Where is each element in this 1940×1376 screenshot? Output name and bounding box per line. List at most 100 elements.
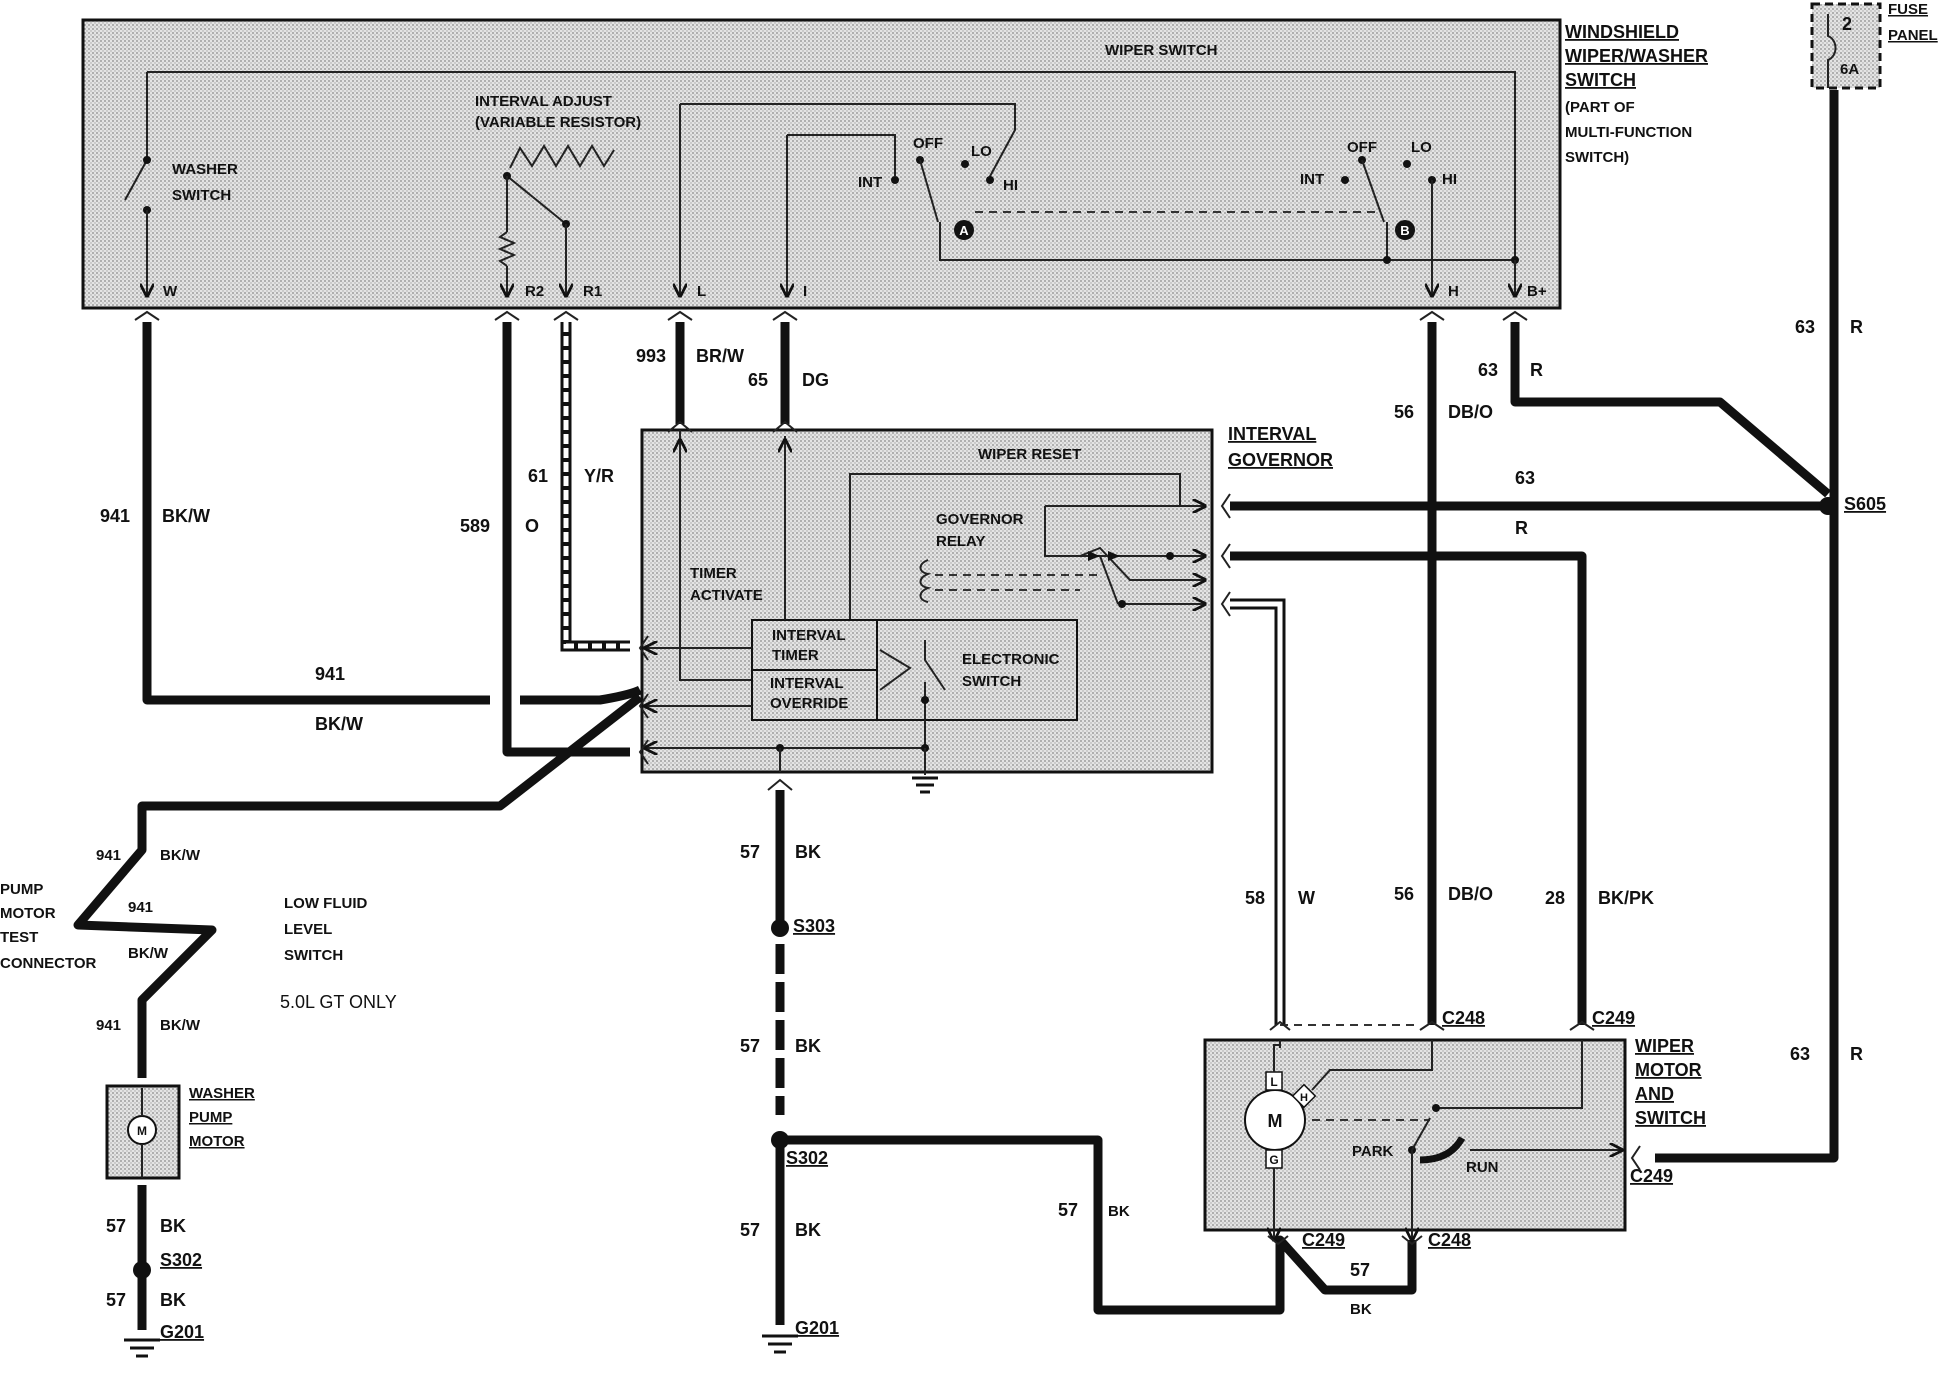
ground-g201-pump: G201 bbox=[124, 1322, 204, 1358]
svg-text:INT: INT bbox=[858, 174, 882, 191]
wire-941-upper bbox=[142, 322, 490, 705]
wiper-switch-housing bbox=[81, 18, 1562, 310]
svg-text:S605: S605 bbox=[1844, 494, 1886, 514]
low-fluid-level-switch: LOW FLUID LEVEL SWITCH 5.0L GT ONLY bbox=[280, 895, 397, 1012]
svg-text:BK/W: BK/W bbox=[128, 945, 169, 962]
svg-text:ELECTRONIC: ELECTRONIC bbox=[962, 651, 1060, 668]
svg-text:S302: S302 bbox=[786, 1148, 828, 1168]
svg-text:SWITCH: SWITCH bbox=[284, 947, 343, 964]
svg-text:DB/O: DB/O bbox=[1448, 884, 1493, 904]
svg-text:S302: S302 bbox=[160, 1250, 202, 1270]
svg-text:HI: HI bbox=[1003, 177, 1018, 194]
svg-text:WIPER/WASHER: WIPER/WASHER bbox=[1565, 46, 1708, 66]
wiper-reset-label: WIPER RESET bbox=[978, 446, 1081, 463]
svg-text:57: 57 bbox=[106, 1290, 126, 1310]
terminal-bplus: B+ bbox=[1527, 283, 1547, 300]
svg-text:SWITCH: SWITCH bbox=[172, 187, 231, 204]
svg-text:63: 63 bbox=[1795, 317, 1815, 337]
wires bbox=[73, 90, 1839, 1330]
gt-only-note: 5.0L GT ONLY bbox=[280, 992, 397, 1012]
wiper-contact-a: A OFF LO INT HI L I bbox=[680, 103, 1515, 300]
svg-text:SWITCH: SWITCH bbox=[1565, 70, 1636, 90]
svg-text:BK: BK bbox=[1108, 1203, 1130, 1220]
splice-s302-main bbox=[771, 1131, 789, 1149]
svg-text:941: 941 bbox=[315, 664, 345, 684]
svg-text:941: 941 bbox=[128, 899, 153, 916]
svg-text:B: B bbox=[1400, 223, 1409, 238]
svg-text:LOW FLUID: LOW FLUID bbox=[284, 895, 367, 912]
svg-text:941: 941 bbox=[96, 847, 121, 864]
svg-text:C249: C249 bbox=[1592, 1008, 1635, 1028]
svg-text:SWITCH: SWITCH bbox=[962, 673, 1021, 690]
svg-text:H: H bbox=[1300, 1092, 1308, 1104]
svg-text:BK/W: BK/W bbox=[160, 1017, 201, 1034]
svg-text:INTERVAL: INTERVAL bbox=[770, 675, 844, 692]
wire-28 bbox=[1230, 551, 1587, 1025]
svg-text:A: A bbox=[959, 223, 969, 238]
svg-text:589: 589 bbox=[460, 516, 490, 536]
svg-text:G: G bbox=[1269, 1153, 1278, 1167]
pump-motor-test-connector: PUMP MOTOR TEST CONNECTOR bbox=[0, 881, 97, 972]
svg-text:OFF: OFF bbox=[913, 135, 943, 152]
svg-text:WASHER: WASHER bbox=[189, 1085, 255, 1102]
svg-text:941: 941 bbox=[100, 506, 130, 526]
washer-switch: WASHER SWITCH W bbox=[124, 156, 238, 300]
svg-text:LEVEL: LEVEL bbox=[284, 921, 332, 938]
svg-text:TIMER: TIMER bbox=[772, 647, 819, 664]
terminal-r2: R2 bbox=[525, 283, 544, 300]
wire-63-fuse bbox=[1655, 90, 1839, 1163]
svg-text:BR/W: BR/W bbox=[696, 346, 744, 366]
svg-text:OFF: OFF bbox=[1347, 139, 1377, 156]
interval-adjust-resistor: INTERVAL ADJUST (VARIABLE RESISTOR) R2 R… bbox=[475, 93, 641, 300]
svg-text:57: 57 bbox=[740, 842, 760, 862]
svg-text:OVERRIDE: OVERRIDE bbox=[770, 695, 848, 712]
terminal-r1: R1 bbox=[583, 283, 602, 300]
svg-text:57: 57 bbox=[740, 1036, 760, 1056]
svg-text:RUN: RUN bbox=[1466, 1159, 1499, 1176]
svg-text:GOVERNOR: GOVERNOR bbox=[1228, 450, 1333, 470]
svg-text:HI: HI bbox=[1442, 171, 1457, 188]
wiper-contact-b: B OFF LO INT HI H B+ bbox=[1300, 139, 1547, 300]
wiper-washer-switch: WIPER SWITCH WASHER SWITCH W INTERVAL AD… bbox=[81, 18, 1708, 310]
svg-text:PUMP: PUMP bbox=[189, 1109, 232, 1126]
svg-text:R: R bbox=[1850, 1044, 1863, 1064]
svg-text:M: M bbox=[137, 1124, 147, 1138]
terminal-h: H bbox=[1448, 283, 1459, 300]
svg-text:WASHER: WASHER bbox=[172, 161, 238, 178]
svg-text:BK/W: BK/W bbox=[162, 506, 210, 526]
svg-text:DB/O: DB/O bbox=[1448, 402, 1493, 422]
svg-text:65: 65 bbox=[748, 370, 768, 390]
svg-text:63: 63 bbox=[1790, 1044, 1810, 1064]
svg-text:28: 28 bbox=[1545, 888, 1565, 908]
svg-text:BK/PK: BK/PK bbox=[1598, 888, 1654, 908]
svg-text:MOTOR: MOTOR bbox=[189, 1133, 245, 1150]
svg-text:BK: BK bbox=[795, 1220, 821, 1240]
terminal-w: W bbox=[163, 283, 178, 300]
wire-63-switch bbox=[1510, 322, 1831, 498]
svg-text:C249: C249 bbox=[1630, 1166, 1673, 1186]
wire-labels: 941 BK/W 941 BK/W 941 BK/W 941 BK/W 941 … bbox=[96, 317, 1863, 1318]
svg-text:DG: DG bbox=[802, 370, 829, 390]
svg-text:MULTI-FUNCTION: MULTI-FUNCTION bbox=[1565, 124, 1692, 141]
svg-text:C248: C248 bbox=[1442, 1008, 1485, 1028]
svg-text:SWITCH: SWITCH bbox=[1635, 1108, 1706, 1128]
svg-text:BK/W: BK/W bbox=[315, 714, 363, 734]
svg-text:56: 56 bbox=[1394, 402, 1414, 422]
svg-text:CONNECTOR: CONNECTOR bbox=[0, 955, 97, 972]
svg-text:BK: BK bbox=[160, 1216, 186, 1236]
splice-labels: S605 S303 S302 S302 C248 C249 C249 C249 … bbox=[160, 494, 1886, 1270]
svg-text:63: 63 bbox=[1515, 468, 1535, 488]
wiper-switch-outline bbox=[147, 71, 1516, 292]
wiper-switch-title: WINDSHIELD WIPER/WASHER SWITCH (PART OF … bbox=[1565, 22, 1708, 166]
svg-text:LO: LO bbox=[1411, 139, 1432, 156]
fuse-rating: 6A bbox=[1840, 61, 1859, 78]
ground-g201-main: G201 bbox=[762, 1318, 839, 1354]
fuse-number: 2 bbox=[1842, 14, 1852, 34]
terminal-i: I bbox=[803, 283, 807, 300]
wiper-motor-and-switch: M L G H PARK RUN WIPER MOTOR AND SWITCH bbox=[1203, 1020, 1706, 1246]
svg-text:AND: AND bbox=[1635, 1084, 1674, 1104]
wire-941-lower bbox=[73, 693, 643, 1078]
svg-text:56: 56 bbox=[1394, 884, 1414, 904]
wiper-switch-label: WIPER SWITCH bbox=[1105, 42, 1218, 59]
